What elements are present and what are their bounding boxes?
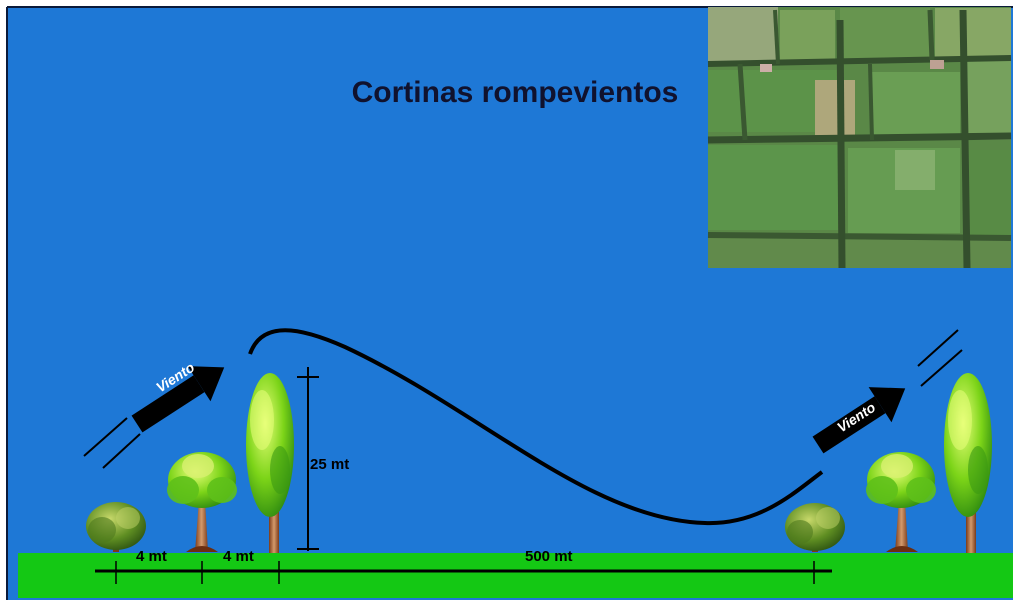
- broad-tree-left: [167, 452, 237, 552]
- shrub-right: [785, 503, 845, 552]
- height-dimension: [297, 367, 319, 551]
- wind-arrow-left: [83, 366, 225, 469]
- ground: [18, 553, 1013, 598]
- aerial-photo: [707, 7, 1012, 269]
- distance-label-protected: 500 mt: [525, 548, 573, 565]
- distance-label-shrub-tree: 4 mt: [136, 548, 167, 565]
- height-label: 25 mt: [310, 456, 350, 473]
- tall-tree-left: [246, 373, 294, 553]
- tall-tree-right: [944, 373, 992, 553]
- airflow-curve: [248, 328, 824, 526]
- distance-dimension: [95, 561, 832, 584]
- shrub-left: [86, 502, 146, 552]
- broad-tree-right: [866, 452, 936, 552]
- diagram-title: Cortinas rompevientos: [351, 76, 679, 109]
- wind-arrow-right: [812, 329, 963, 454]
- distance-label-tree-tall: 4 mt: [223, 548, 254, 565]
